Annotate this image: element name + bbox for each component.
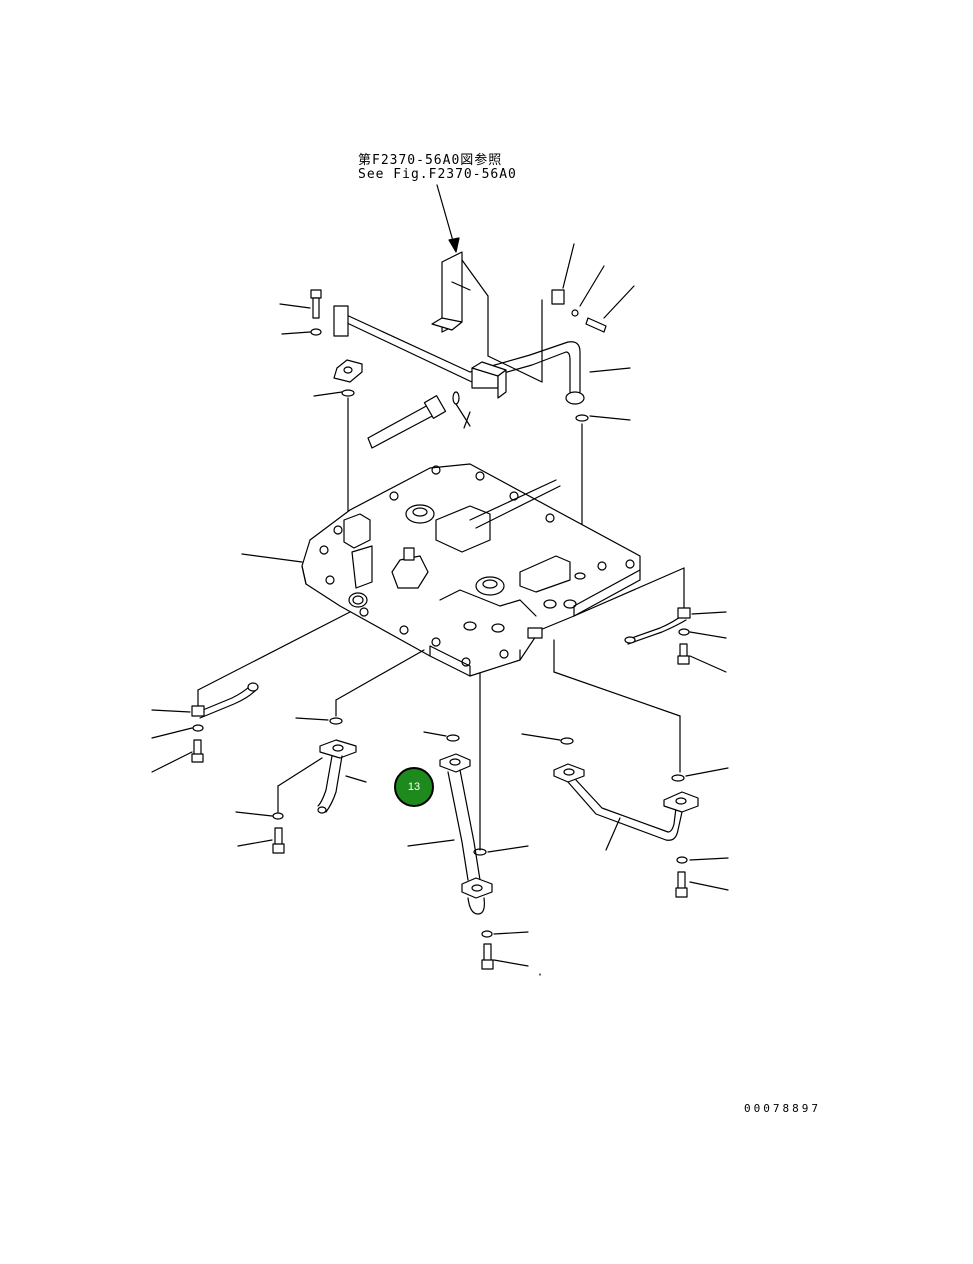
drawing-number: 00078897 <box>744 1102 821 1115</box>
lead-lines <box>197 611 681 773</box>
reference-note-japanese: 第F2370-56A0図参照 <box>358 153 503 168</box>
reference-note-english: See Fig.F2370-56A0 <box>358 167 517 182</box>
o-ring <box>575 414 589 422</box>
o-ring <box>341 389 355 397</box>
reference-arrow <box>436 184 460 253</box>
valve-body <box>301 463 685 677</box>
right-tube <box>624 607 691 665</box>
leader-lines <box>151 243 729 976</box>
long-pipe-middle <box>439 753 494 970</box>
bolt-upper-left <box>310 289 322 336</box>
strainer-plug <box>367 391 471 449</box>
o-ring <box>329 717 343 725</box>
o-ring <box>560 737 574 745</box>
bracket <box>431 251 489 357</box>
o-ring <box>671 774 685 782</box>
upper-pipe-assembly <box>333 289 607 405</box>
part-callout-13[interactable]: 13 <box>394 767 434 807</box>
bent-pipe-right <box>553 763 699 898</box>
elbow-pipe-left <box>272 739 357 854</box>
o-ring <box>446 734 460 742</box>
left-tube <box>191 682 259 763</box>
